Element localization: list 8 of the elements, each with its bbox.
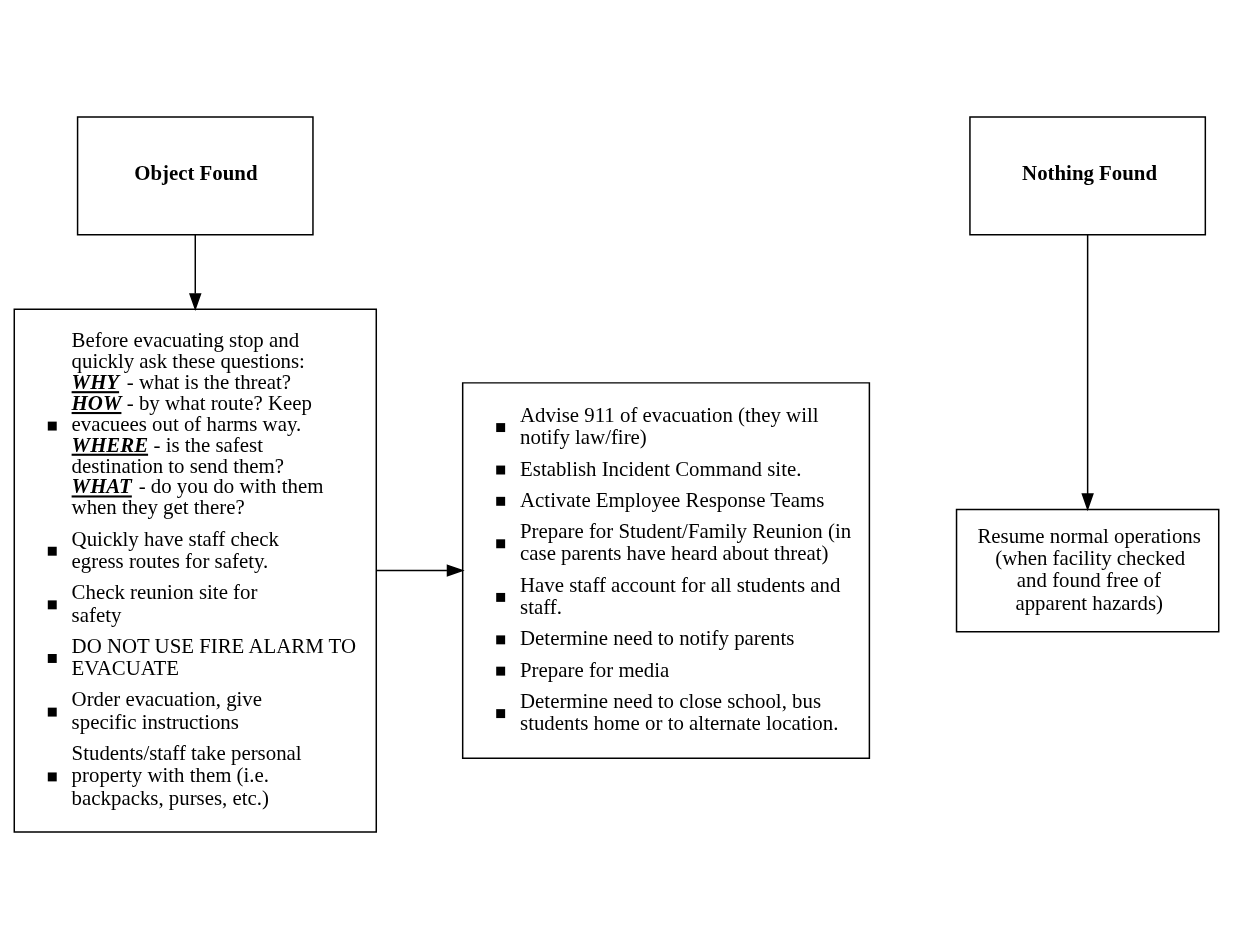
arrow <box>1081 233 1094 512</box>
arrow <box>189 233 202 312</box>
node-box: Nothing Found <box>969 116 1207 236</box>
node-box: Advise 911 of evacuation (they will notify law/fire) Establish Incident Command site. Activate Employee Response Teams Prepare for Student/Family Reunion (in case parents have heard about threat) Have staff account for all students and staff. Determine need to notify parents Prepare for media Determine need to close school, bus students home or to alternate location. <box>461 382 871 760</box>
arrow <box>375 564 465 577</box>
node-box: Resume normal operations (when facility checked and found free of apparent hazards) <box>955 508 1220 633</box>
node-box: Object Found <box>76 116 314 236</box>
node-box: Before evacuating stop and quickly ask these questions: WHY - what is the threat? HOW - by what route? Keep evacuees out of harms way. WHERE - is the safest destination to send them? WHAT - do you do with them when they get there? Quickly have staff check egress routes for safety. Check reunion site for safety DO NOT USE FIRE ALARM TO EVACUATE Order evacuation, give specific instructions Students/staff take personal property with them (i.e. backpacks, purses, etc.) <box>13 308 378 833</box>
